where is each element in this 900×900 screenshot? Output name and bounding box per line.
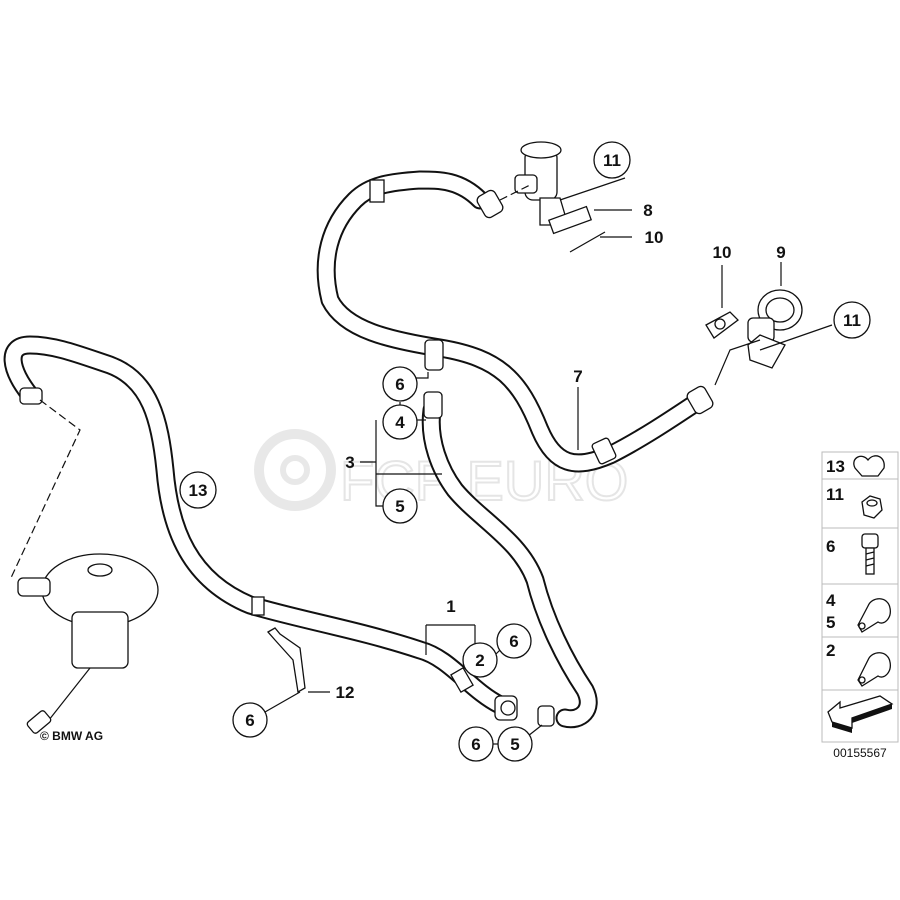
callout-7[interactable]: 7 xyxy=(573,367,582,386)
gasket-10-line xyxy=(569,231,606,253)
gasket-10[interactable] xyxy=(705,311,739,339)
callout-10-lower[interactable]: 10 xyxy=(713,243,732,262)
svg-text:5: 5 xyxy=(395,497,404,516)
bolt-icon xyxy=(861,533,879,575)
callout-13[interactable]: 13 xyxy=(179,471,217,509)
svg-text:11: 11 xyxy=(603,151,621,170)
callout-9[interactable]: 9 xyxy=(776,243,785,262)
leader-6c xyxy=(264,691,301,713)
callout-11-lower[interactable]: 11 xyxy=(833,301,871,339)
legend-panel: 13 11 6 4 5 xyxy=(821,451,899,743)
legend-item-11[interactable]: 11 xyxy=(826,485,883,519)
callout-10-upper[interactable]: 10 xyxy=(645,228,664,247)
legend-item-6[interactable]: 6 xyxy=(826,533,879,575)
callout-6-bottom[interactable]: 6 xyxy=(458,726,494,762)
legend-item-arrow xyxy=(827,695,894,733)
hose-end-fitting xyxy=(537,705,555,727)
hose-end-connector xyxy=(686,385,714,415)
svg-text:5: 5 xyxy=(826,613,835,632)
hose-sleeve xyxy=(251,596,265,616)
svg-text:2: 2 xyxy=(475,651,484,670)
svg-text:6: 6 xyxy=(245,711,254,730)
diagram-number: 00155567 xyxy=(833,746,887,760)
svg-text:13: 13 xyxy=(826,457,845,476)
callout-6-left[interactable]: 6 xyxy=(232,702,268,738)
svg-text:11: 11 xyxy=(826,485,844,504)
leader-5b xyxy=(527,724,543,737)
svg-text:1: 1 xyxy=(446,597,455,616)
pipe-clamp-icon xyxy=(857,652,891,687)
hose-13[interactable] xyxy=(3,335,518,721)
hose-end-bore xyxy=(500,700,516,716)
guide-line xyxy=(714,339,761,386)
guide-line xyxy=(9,399,81,581)
leader-11b xyxy=(759,324,833,351)
svg-text:5: 5 xyxy=(510,735,519,754)
callout-1[interactable]: 1 xyxy=(446,597,455,616)
leader-3 xyxy=(360,420,442,507)
air-pump[interactable] xyxy=(17,553,159,734)
svg-text:8: 8 xyxy=(643,201,652,220)
callout-11-upper[interactable]: 11 xyxy=(593,141,631,179)
svg-text:4: 4 xyxy=(826,591,836,610)
svg-text:12: 12 xyxy=(336,683,355,702)
pipe-clamp-icon xyxy=(857,598,891,633)
hex-nut-icon xyxy=(861,495,883,519)
callout-5-upper[interactable]: 5 xyxy=(382,488,418,524)
svg-text:6: 6 xyxy=(395,375,404,394)
callout-3[interactable]: 3 xyxy=(345,453,354,472)
arrow-icon xyxy=(827,695,894,733)
hose-end-connector xyxy=(19,387,43,405)
hose-clip-icon xyxy=(853,455,885,477)
bracket-12[interactable] xyxy=(266,627,306,694)
svg-text:6: 6 xyxy=(509,632,518,651)
tee-connector xyxy=(424,339,444,371)
legend-item-2[interactable]: 2 xyxy=(826,641,891,687)
svg-text:10: 10 xyxy=(645,228,664,247)
svg-text:3: 3 xyxy=(345,453,354,472)
svg-text:4: 4 xyxy=(395,413,405,432)
callout-4[interactable]: 4 xyxy=(382,404,418,440)
svg-text:10: 10 xyxy=(713,243,732,262)
valve-8[interactable] xyxy=(514,141,593,235)
callout-12[interactable]: 12 xyxy=(336,683,355,702)
hose-sleeve xyxy=(591,437,617,465)
callout-6-upper[interactable]: 6 xyxy=(382,366,418,402)
svg-text:9: 9 xyxy=(776,243,785,262)
hose-sleeve xyxy=(369,179,385,203)
hose-3[interactable] xyxy=(421,391,598,729)
hose-7[interactable] xyxy=(316,170,714,473)
leader-1 xyxy=(425,624,476,655)
guide-line xyxy=(499,184,531,201)
callout-2[interactable]: 2 xyxy=(462,642,498,678)
callout-6-right[interactable]: 6 xyxy=(496,623,532,659)
svg-text:6: 6 xyxy=(826,537,835,556)
legend-item-13[interactable]: 13 xyxy=(826,455,885,477)
callout-5-bottom[interactable]: 5 xyxy=(497,726,533,762)
legend-item-4-5[interactable]: 4 5 xyxy=(826,591,891,633)
leader-11a xyxy=(559,177,626,201)
svg-text:2: 2 xyxy=(826,641,835,660)
hose-sleeve xyxy=(450,666,474,694)
svg-text:7: 7 xyxy=(573,367,582,386)
valve-9[interactable] xyxy=(747,289,803,369)
callout-8[interactable]: 8 xyxy=(643,201,652,220)
svg-text:11: 11 xyxy=(843,311,861,330)
hose-elbow-connector xyxy=(476,189,504,219)
svg-text:6: 6 xyxy=(471,735,480,754)
leader-6a xyxy=(412,372,429,379)
hose-end-connector xyxy=(423,391,443,419)
svg-text:13: 13 xyxy=(189,481,208,500)
copyright: © BMW AG xyxy=(40,729,103,743)
